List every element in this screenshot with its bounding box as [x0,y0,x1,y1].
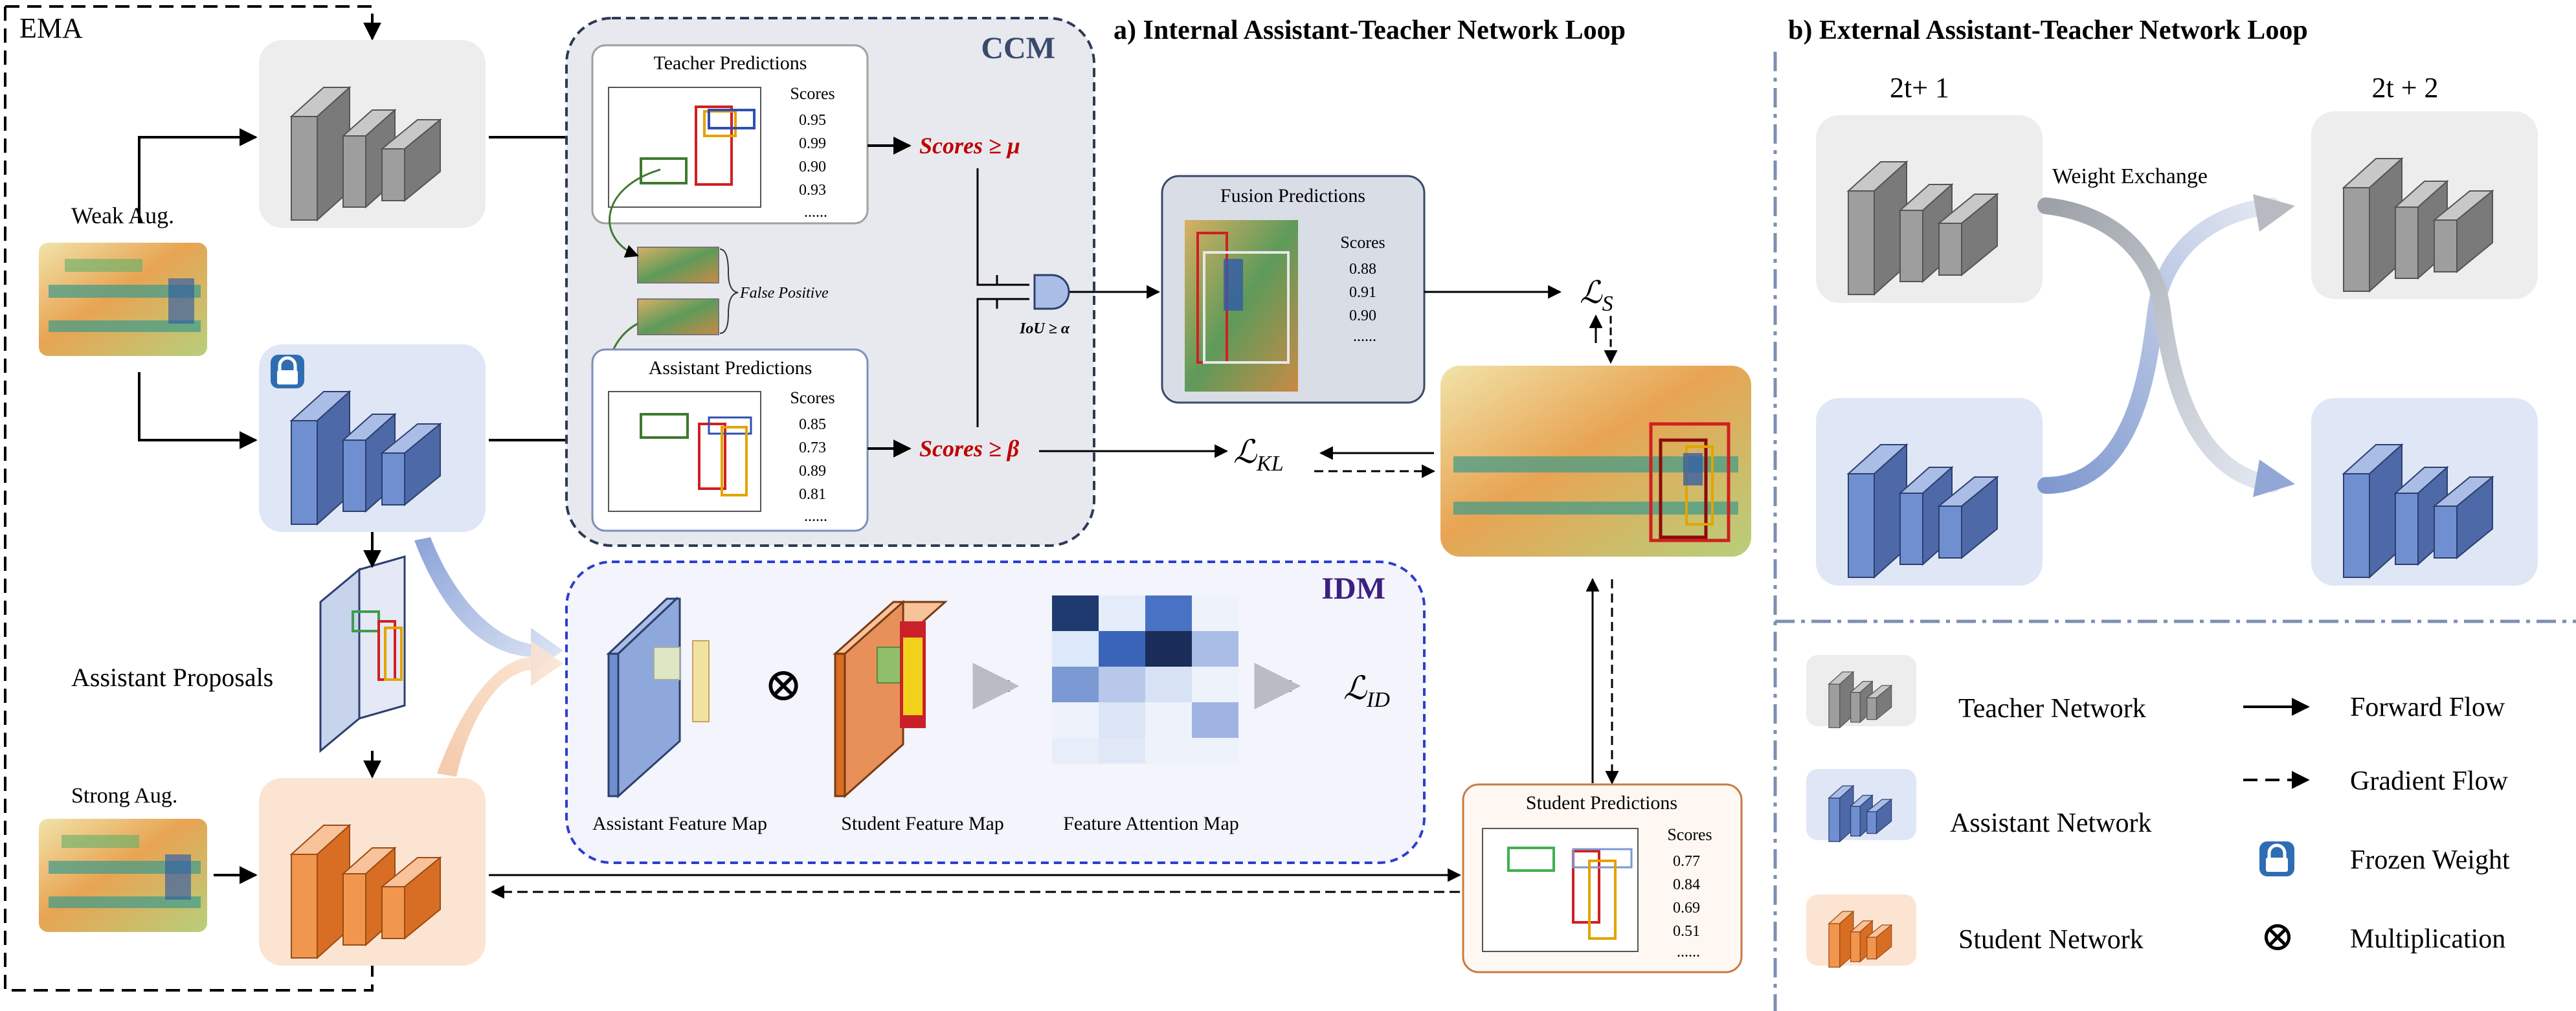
false-positive-label: False Positive [739,285,829,302]
student-score-3: 0.69 [1673,900,1700,917]
student-score-2: 0.84 [1673,876,1700,893]
assistant-score-4: 0.81 [799,486,826,503]
teacher-score-2: 0.99 [799,135,826,152]
teacher-score-3: 0.90 [799,159,826,175]
fusion-score-1: 0.88 [1349,261,1376,278]
student-predictions-title: Student Predictions [1526,792,1677,814]
weight-exchange-label: Weight Exchange [2052,164,2208,188]
student-score-more: ...... [1677,944,1700,961]
teacher-to-gate-line [976,168,1029,286]
legend-student-icon [1806,894,1916,968]
feature-attention-heatmap [1052,595,1238,764]
teacher-predictions-card [591,44,869,225]
legend-student-label: Student Network [1958,925,2144,955]
assistant-feature-map-label: Assistant Feature Map [592,813,767,834]
legend-lock-icon [2259,841,2294,876]
legend-multiplication-label: Multiplication [2350,924,2505,954]
ema-loop-top [5,5,381,41]
strong-aug-image [39,819,207,932]
student-scores-label: Scores [1667,825,1712,844]
teacher-network-step2 [2311,111,2538,299]
student-score-1: 0.77 [1673,853,1700,870]
legend-forward-label: Forward Flow [2350,693,2505,722]
legend-teacher-label: Teacher Network [1958,694,2146,724]
assistant-predictions-card [591,348,869,532]
teacher-fp-link [609,168,661,258]
fusion-score-2: 0.91 [1349,284,1376,301]
assistant-network [259,344,486,532]
loss-lid: ℒID [1343,670,1390,712]
and-gate-icon [1033,274,1070,310]
strong-aug-label: Strong Aug. [71,784,177,808]
ema-label: EMA [19,12,83,44]
teacher-score-4: 0.93 [799,182,826,199]
teacher-to-assistant-arrowhead [2253,460,2295,497]
legend-teacher-icon [1806,655,1916,729]
weak-to-assistant-arrow [138,372,258,449]
weak-aug-image [39,243,207,356]
fusion-score-more: ...... [1353,328,1376,345]
teacher-to-assistant-arc [2037,197,2281,493]
assistant-score-1: 0.85 [799,416,826,433]
assistant-to-gate-line [976,298,1029,427]
section-b-title: b) External Assistant-Teacher Network Lo… [1788,16,2308,45]
legend-gradient-label: Gradient Flow [2350,766,2508,796]
assistant-scores-label: Scores [790,388,834,407]
student-feature-map [833,599,948,799]
multiply-icon: ⊗ [764,659,803,711]
assistant-score-more: ...... [804,508,827,525]
legend-multiply-icon: ⊗ [2260,913,2295,959]
assistant-proposals-map [319,555,406,753]
legend-frozen-label: Frozen Weight [2350,845,2510,875]
lock-icon [271,355,304,388]
iou-label: IoU ≥ α [1019,320,1070,337]
loss-ls: ℒS [1580,276,1613,316]
student-predictions-card [1462,783,1743,973]
assistant-network-step2 [2311,398,2538,586]
fusion-score-3: 0.90 [1349,307,1376,324]
assistant-score-3: 0.89 [799,463,826,480]
ema-loop-side [4,6,374,992]
assistant-proposals-label: Assistant Proposals [71,663,273,692]
legend-assistant-icon [1806,769,1916,843]
assistant-network-step1 [1816,398,2043,586]
teacher-score-1: 0.95 [799,112,826,129]
teacher-threshold: Scores ≥ μ [919,133,1020,159]
student-to-idm-flow [437,641,563,777]
idm-title: IDM [1321,572,1385,606]
legend-assistant-label: Assistant Network [1950,808,2151,838]
student-output-image [1440,366,1751,557]
weak-aug-label: Weak Aug. [71,203,174,228]
fusion-scores-label: Scores [1340,233,1385,252]
teacher-network [259,40,486,228]
fusion-predictions-card [1161,175,1426,404]
false-positive-crops [637,247,739,335]
ccm-title: CCM [981,31,1055,65]
feature-attention-map-label: Feature Attention Map [1063,813,1239,834]
assistant-to-teacher-arc [2037,197,2281,494]
assistant-predictions-title: Assistant Predictions [649,357,812,379]
step-label-1: 2t+ 1 [1890,72,1949,104]
section-a-title: a) Internal Assistant-Teacher Network Lo… [1114,16,1626,45]
student-score-4: 0.51 [1673,923,1700,940]
student-feature-map-label: Student Feature Map [841,813,1004,834]
step-label-2: 2t + 2 [2371,72,2438,104]
teacher-score-more: ...... [804,204,827,221]
loss-lkl: ℒKL [1233,434,1284,476]
weak-to-teacher-arrow [138,128,258,223]
assistant-feature-map [606,596,710,799]
student-network [259,778,486,966]
assistant-to-teacher-arrowhead [2253,194,2295,232]
fusion-predictions-title: Fusion Predictions [1220,185,1365,206]
teacher-network-step1 [1816,115,2043,303]
assistant-score-2: 0.73 [799,439,826,456]
teacher-predictions-title: Teacher Predictions [654,52,807,74]
assistant-threshold: Scores ≥ β [919,436,1020,461]
teacher-scores-label: Scores [790,84,834,103]
